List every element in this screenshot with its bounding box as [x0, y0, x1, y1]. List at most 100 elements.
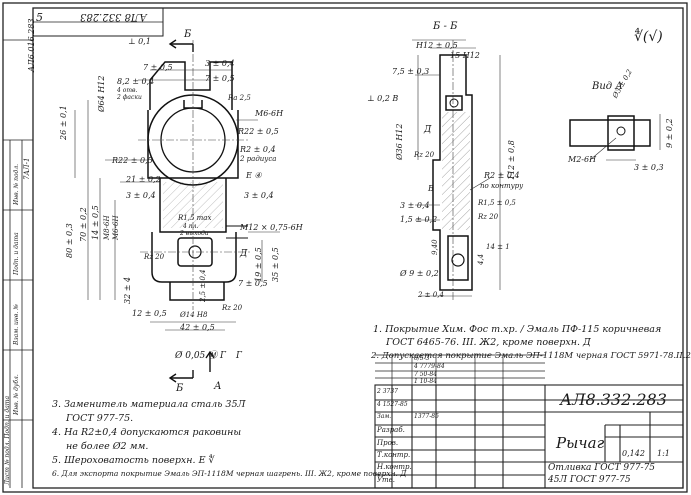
dim-front: Ø14 H8	[180, 311, 208, 319]
dim-front: 26 ± 0,1	[59, 105, 68, 140]
revision-cell: 6/5-3	[414, 355, 430, 362]
dim-view-a: M2-6H	[568, 155, 597, 164]
title-block	[374, 384, 684, 489]
dim-front: 2 радиуса	[240, 155, 277, 163]
margin-side-numbers: 7АЛ-1	[23, 157, 31, 180]
dim-front: 70 ± 0,2	[79, 207, 88, 242]
view-a-dim-lines	[589, 114, 661, 161]
revision-cell: Зам.	[377, 413, 392, 420]
mass-value: 0,142	[622, 449, 645, 458]
margin-col-1: Лист № подл. Подп. и дата	[4, 395, 11, 485]
dim-front: 3 ± 0,4	[244, 191, 274, 200]
left-margin-stamp	[3, 39, 33, 488]
note-line: 6. Для экспорта покрытие Эмаль ЭП-1118М …	[52, 469, 407, 478]
dim-front: ⊥ 0,1	[128, 37, 151, 46]
dim-front: M6-6H	[255, 109, 284, 118]
signature-role: Т.контр.	[377, 451, 411, 459]
dim-front: 3 ± 0,4	[205, 59, 235, 68]
part-name: Рычаг	[556, 434, 605, 452]
dim-front: Ø64 H12	[97, 75, 106, 112]
signature-role: Н.контр.	[377, 463, 412, 471]
dim-section: 9,40	[431, 239, 439, 255]
note-line: 4. На R2±0,4 допускаются раковины	[52, 427, 242, 438]
dim-front: R22 ± 0,5	[238, 127, 279, 136]
dim-front: 2 выхода	[180, 230, 209, 237]
revision-cell: 4 7779-84	[414, 363, 445, 370]
dim-front: R1,5 max	[178, 214, 212, 222]
dim-front: 4 отв.	[117, 87, 138, 94]
scale-value: 1:1	[657, 449, 670, 458]
drawing-frame	[32, 7, 684, 489]
signature-role: Утв.	[377, 476, 395, 484]
side-code: АЛ6.016.283	[27, 18, 36, 72]
dim-front: 4 пл.	[183, 223, 199, 230]
dim-section: ⊥ 0,2 В	[367, 94, 399, 103]
dim-front: 2 фаски	[117, 94, 142, 101]
view-arrow-label: А	[214, 381, 222, 392]
drawing-designation: АЛ8.332.283	[560, 390, 667, 409]
view-a	[569, 115, 651, 151]
dim-section: Ø 9 ± 0,2	[400, 269, 439, 278]
revision-cell: 1377-85	[414, 413, 439, 420]
dim-section: Rz 20	[478, 213, 499, 221]
margin-col-5: Инв. № подл.	[13, 163, 20, 205]
margin-col-2: Инв. № дубл.	[13, 374, 20, 415]
section-markers	[168, 39, 215, 383]
dim-front: 32 ± 4	[123, 276, 132, 304]
margin-col-3: Взам. инв. №	[13, 304, 20, 345]
section-dimension-lines	[412, 39, 501, 297]
section-arrow-top-label: Б	[184, 29, 192, 40]
dim-front: Ø 0,05 Ⓜ Г	[175, 351, 226, 361]
note-line: 5. Шероховатость поверхн. Е ∜	[52, 455, 215, 466]
dim-front: 21 ± 0,2	[126, 175, 161, 184]
dim-section: R1,5 ± 0,5	[478, 199, 516, 207]
material-line-1: Отливка ГОСТ 977-75	[548, 463, 656, 473]
dim-section: В	[428, 184, 434, 193]
dim-front: Rz 20	[144, 253, 165, 261]
dim-section: 2 ± 0,4	[418, 291, 444, 299]
dim-front: Rz 20	[222, 304, 243, 312]
dim-section: 1,5 ± 0,2	[400, 215, 438, 224]
dim-view-a: 3 ± 0,3	[634, 163, 664, 172]
general-roughness-symbol: ∜(√)	[634, 29, 663, 45]
dim-front: 8,2 ± 0,4	[117, 77, 155, 86]
revision-table-lines	[375, 354, 545, 385]
dim-front: 2,5 ± 0,4	[199, 269, 207, 302]
dim-section: R2 ± 0,4	[484, 171, 520, 180]
dim-front: Д	[240, 249, 248, 259]
view-a-title: Вид А	[592, 81, 623, 92]
revision-cell: 2 3737	[377, 388, 398, 395]
dim-front: 3 ± 0,4	[126, 191, 156, 200]
note-line: 2. Допускается покрытие Эмаль ЭП-1118М ч…	[371, 351, 691, 361]
dim-view-a: 9 ± 0,2	[665, 118, 674, 148]
note-line: 3. Заменитель материала сталь 35Л	[52, 399, 246, 410]
dim-front: 7 ± 0,5	[143, 63, 173, 72]
margin-col-4: Подп. и дата	[13, 232, 20, 275]
revision-cell: 1 10-84	[414, 378, 438, 385]
dim-section: Д	[424, 125, 432, 135]
dim-front: R2 ± 0,4	[240, 145, 276, 154]
material-line-2: 45Л ГОСТ 977-75	[548, 475, 631, 485]
signature-role: Разраб.	[377, 426, 405, 434]
dim-section: H12 ± 0,5	[416, 41, 458, 50]
section-hatch	[442, 112, 470, 230]
top-stamp-designation: АЛ8 332.283	[80, 11, 147, 22]
dim-front: 7 ± 0,5	[238, 279, 268, 288]
dim-front: 7 ± 0,5	[205, 74, 235, 83]
section-view	[432, 54, 473, 291]
dim-front: 14 ± 0,5	[91, 205, 100, 240]
dim-front: M8-6H	[103, 215, 111, 240]
dim-front: 19 ± 0,5	[254, 247, 263, 282]
dim-front: Rа 2,5	[228, 94, 251, 102]
dim-front: 35 ± 0,5	[271, 247, 280, 282]
note-line: ГОСТ 6465-76. III. Ж2, кроме поверхн. Д	[386, 337, 591, 348]
front-dimension-lines	[74, 69, 280, 331]
dim-section: по контуру	[480, 182, 524, 190]
dim-section: 7,5 ± 0,3	[392, 67, 430, 76]
revision-cell: 7 50-84	[414, 371, 438, 378]
dim-front: E ④	[246, 171, 262, 180]
dim-section: 4,4	[477, 253, 485, 265]
note-line: не более Ø2 мм.	[66, 441, 149, 452]
